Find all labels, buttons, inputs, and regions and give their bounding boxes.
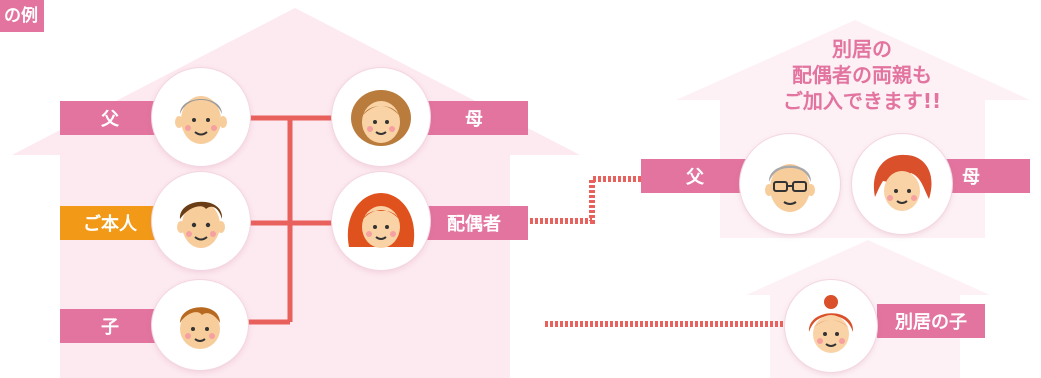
self-avatar [152,172,250,270]
separate-child-label: 別居の子 [895,312,967,333]
mother-tag: 母 [420,101,528,135]
spouse-father-tag: 父 [641,159,749,193]
old-woman-face-icon [873,154,932,211]
spouse-tag: 配偶者 [420,206,528,240]
note-line-3: ご加入できます!! [782,89,942,113]
girl-face-icon [808,295,854,353]
woman-face-icon [347,193,415,248]
note-line-1: 別居の [832,37,892,61]
self-label: ご本人 [83,214,137,235]
self-tag: ご本人 [60,206,160,240]
man-face-icon [177,201,225,248]
spouse-avatar [332,172,430,270]
grandfather-glasses-face-icon [765,164,815,212]
grandmother-face-icon [351,90,411,146]
mother-avatar [332,68,430,166]
spouse-parents-note: 別居の 配偶者の両親も ご加入できます!! [742,36,982,114]
grandfather-face-icon [175,96,227,144]
child-label: 子 [101,317,119,338]
father-tag: 父 [60,101,160,135]
note-line-2: 配偶者の両親も [792,63,932,87]
father-avatar [152,68,250,166]
family-lines [248,115,332,325]
diagram-caption: の例 [0,0,44,32]
spouse-father-avatar [740,134,840,234]
spouse-mother-avatar [852,134,952,234]
spouse-label: 配偶者 [447,214,501,235]
child-face-icon [180,307,220,349]
child-tag: 子 [60,309,160,343]
father-label: 父 [101,109,119,130]
child-avatar [152,280,248,370]
separate-lines [530,176,790,327]
spouse-father-label: 父 [686,167,704,188]
separate-child-tag: 別居の子 [877,304,985,338]
separate-child-avatar [785,280,877,372]
spouse-mother-label: 母 [962,167,980,188]
mother-label: 母 [465,109,483,130]
